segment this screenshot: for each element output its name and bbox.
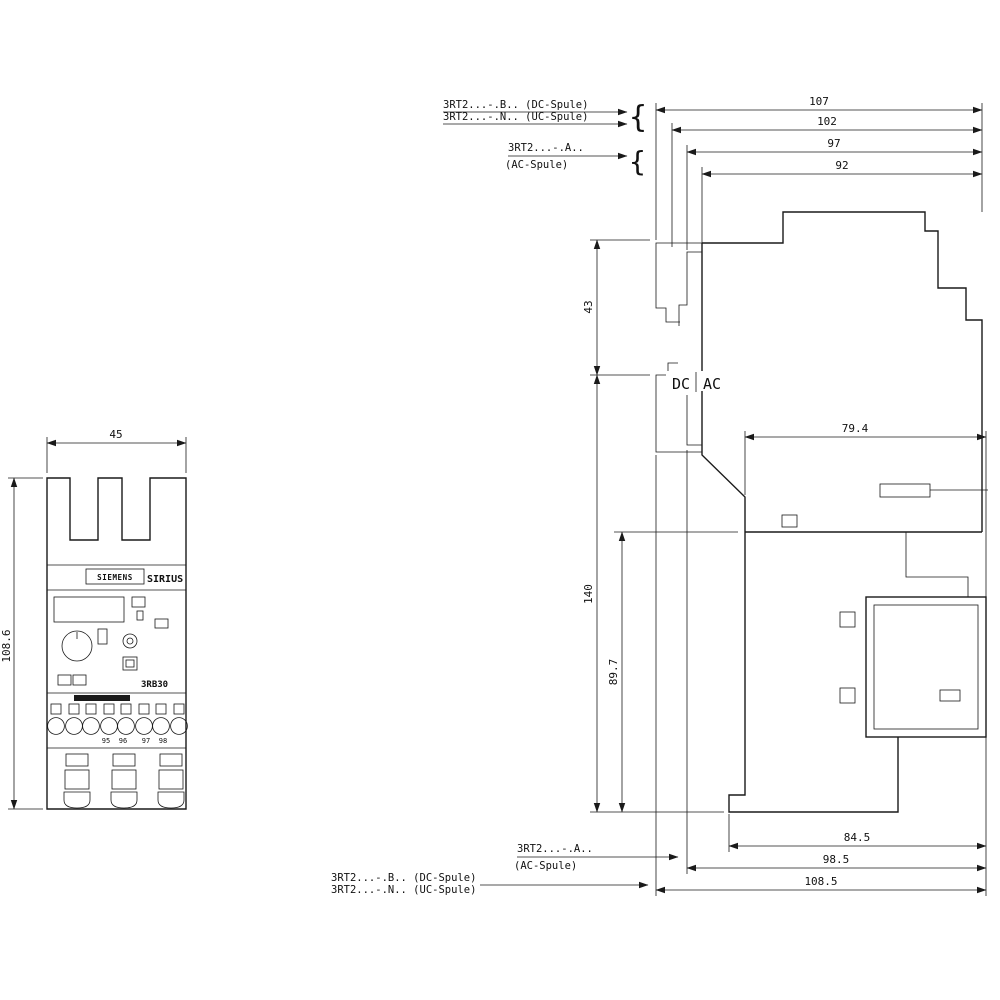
housing-detail-3 <box>939 689 961 702</box>
brand-label: SIEMENS <box>97 573 133 582</box>
brace-dc-uc: { <box>629 100 647 135</box>
small-element-2 <box>136 610 144 621</box>
front-outline <box>46 477 187 810</box>
model-label: 3RB30 <box>141 680 168 690</box>
dim-84-5: 84.5 <box>844 831 871 844</box>
label-bar <box>74 695 130 701</box>
terminal-screw <box>879 483 931 498</box>
dim-43: 43 <box>582 300 595 313</box>
dim-140: 140 <box>582 584 595 604</box>
ac-label: AC <box>703 375 721 393</box>
brand-logo-box <box>85 568 145 585</box>
callout-uc-spule-top: 3RT2...-.N.. (UC-Spule) <box>443 111 588 123</box>
dim-108-6: 108.6 <box>0 629 13 662</box>
relay-outline <box>701 243 899 813</box>
dim-102: 102 <box>817 115 837 128</box>
body-detail <box>781 514 798 528</box>
dim-89-7: 89.7 <box>607 659 620 686</box>
dim-92: 92 <box>835 159 848 172</box>
test-button-inner <box>125 659 135 668</box>
callout-ac-spule-bottom: (AC-Spule) <box>514 860 577 872</box>
terminal-label-96: 96 <box>119 737 127 745</box>
side-dimensions: 107 102 97 92 43 140 89.7 79.4 84.5 98.5… <box>582 95 987 894</box>
terminal-label-97: 97 <box>142 737 150 745</box>
side-view: DC AC <box>655 211 988 813</box>
front-terminal-clamps <box>50 703 185 715</box>
front-view: SIEMENS SIRIUS 3RB30 <box>46 477 188 810</box>
callout-ac-type-top: 3RT2...-.A.. <box>508 142 584 154</box>
test-button-outer <box>122 656 138 671</box>
side-extension-lines <box>590 103 987 896</box>
dim-107: 107 <box>809 95 829 108</box>
front-terminal-screws <box>47 717 188 735</box>
callout-dc-spule-bottom: 3RT2...-.B.. (DC-Spule) <box>331 872 476 884</box>
display-window <box>53 596 125 623</box>
dial-housing-outer <box>865 596 987 738</box>
dim-108-5: 108.5 <box>804 875 837 888</box>
reset-button <box>122 633 138 649</box>
housing-detail-1 <box>839 611 856 628</box>
hook-ac-lower <box>686 395 702 446</box>
reset-button-center <box>126 637 134 645</box>
hook-dc-lower <box>655 362 702 453</box>
adjustment-dial <box>61 630 93 662</box>
dim-79-4: 79.4 <box>842 422 869 435</box>
dc-label: DC <box>672 375 690 393</box>
front-step <box>905 532 969 597</box>
callout-dc-spule-top: 3RT2...-.B.. (DC-Spule) <box>443 99 588 111</box>
contactor-outline <box>702 211 983 532</box>
hook-dc-upper <box>655 242 702 323</box>
terminal-label-98: 98 <box>159 737 167 745</box>
front-dimensions: 45 108.6 <box>0 428 187 810</box>
dc-ac-mask <box>666 371 724 391</box>
dim-98-5: 98.5 <box>823 853 850 866</box>
test-slider <box>97 628 108 645</box>
callout-ac-type-bottom: 3RT2...-.A.. <box>517 843 593 855</box>
dial-housing-inner <box>873 604 979 730</box>
coil-callouts-bottom: 3RT2...-.A.. (AC-Spule) 3RT2...-.B.. (DC… <box>331 843 679 896</box>
brace-ac: { <box>629 145 646 178</box>
front-power-terminals <box>63 753 185 809</box>
coil-callouts-top: 3RT2...-.B.. (DC-Spule) 3RT2...-.N.. (UC… <box>443 99 647 178</box>
selector-2 <box>72 674 87 686</box>
series-label: SIRIUS <box>147 574 183 585</box>
terminal-label-95: 95 <box>102 737 110 745</box>
callout-uc-spule-bottom: 3RT2...-.N.. (UC-Spule) <box>331 884 476 896</box>
dim-45: 45 <box>109 428 122 441</box>
dim-97: 97 <box>827 137 840 150</box>
callout-ac-spule-top: (AC-Spule) <box>505 159 568 171</box>
housing-detail-2 <box>839 687 856 704</box>
small-element-1 <box>131 596 146 608</box>
selector-1 <box>57 674 72 686</box>
hook-ac-upper <box>678 251 702 326</box>
small-element-3 <box>154 618 169 629</box>
